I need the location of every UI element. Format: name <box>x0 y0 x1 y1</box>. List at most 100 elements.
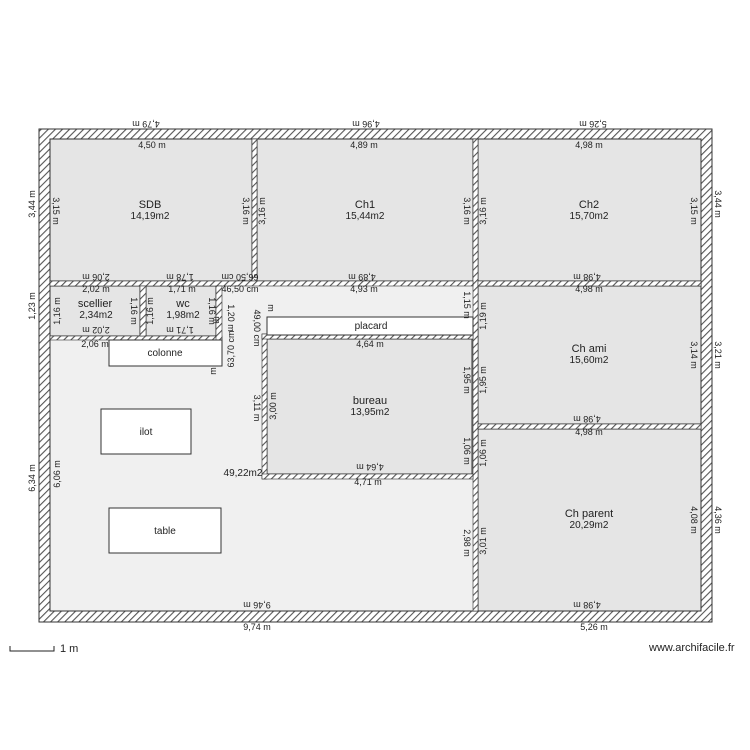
dimension-label: 1,16 m <box>145 297 155 325</box>
watermark[interactable]: www.archifacile.fr <box>649 642 735 654</box>
wall <box>49 280 474 287</box>
dimension-label: 1,06 m <box>462 437 472 465</box>
dimension-label: 1,15 m <box>462 291 472 319</box>
dimension-label: 4,98 m <box>573 600 601 610</box>
room-ch1[interactable] <box>256 138 474 282</box>
furniture-label: colonne <box>147 348 182 359</box>
room-area: 15,70m2 <box>570 211 609 222</box>
dimension-label: 1,16 m <box>207 297 217 325</box>
dimension-label: 4,71 m <box>354 477 382 487</box>
dimension-label: 4,89 m <box>348 272 376 282</box>
dimension-label: 1,71 m <box>168 284 196 294</box>
dimension-label: 3,11 m <box>252 395 262 422</box>
scale-label: 1 m <box>60 643 79 655</box>
dimension-label: 4,64 m <box>356 462 384 472</box>
dimension-label: 1,78 m <box>166 272 194 282</box>
dimension-label: 4,93 m <box>350 284 378 294</box>
room-name: Ch parent <box>565 508 613 520</box>
dimension-label: 3,15 m <box>689 197 699 225</box>
room-area: 49,22m2 <box>224 468 263 479</box>
dimension-label: 4,98 m <box>575 140 603 150</box>
room-ch2[interactable] <box>477 138 702 282</box>
dimension-label: 6,34 m <box>27 464 37 492</box>
furniture-label: ilot <box>140 427 153 438</box>
room-sdb[interactable] <box>49 138 253 282</box>
dimension-label: 4,96 m <box>352 119 380 129</box>
wall <box>261 473 474 480</box>
wall <box>477 280 702 287</box>
dimension-label: 2,98 m <box>462 529 472 557</box>
dimension-label: 3,16 m <box>462 197 472 225</box>
room-name: SDB <box>139 199 162 211</box>
dimension-label: 3,44 m <box>713 190 723 218</box>
dimension-label: 1,19 m <box>478 302 488 330</box>
dimension-label: m <box>208 367 218 375</box>
dimension-label: 3,44 m <box>27 190 37 218</box>
dimension-label: 4,98 m <box>573 272 601 282</box>
dimension-label: 1,20 m <box>226 304 236 332</box>
dimension-label: 1,95 m <box>462 366 472 394</box>
furniture-label: placard <box>355 321 388 332</box>
dimension-label: 4,50 m <box>138 140 166 150</box>
dimension-label: 1,23 m <box>27 292 37 320</box>
dimension-label: 4,64 m <box>356 339 384 349</box>
dimension-label: 4,98 m <box>575 427 603 437</box>
dimension-label: 4,79 m <box>132 119 160 129</box>
dimension-label: 2,06 m <box>82 272 110 282</box>
dimension-label: 3,14 m <box>689 341 699 369</box>
placard[interactable] <box>266 316 474 336</box>
room-area: 15,44m2 <box>346 211 385 222</box>
wall <box>49 335 223 341</box>
dimension-label: 4,08 m <box>689 506 699 534</box>
dimension-label: 1,95 m <box>478 366 488 394</box>
dimension-label: 9,74 m <box>243 622 271 632</box>
room-bureau[interactable] <box>266 338 473 475</box>
room-area: 13,95m2 <box>351 407 390 418</box>
room-area: 2,34m2 <box>79 310 113 321</box>
dimension-label: 1,06 m <box>478 439 488 467</box>
room-name: Ch ami <box>572 343 607 355</box>
room-area: 14,19m2 <box>131 211 170 222</box>
dimension-label: 63,70 cm <box>226 330 236 367</box>
wall <box>477 423 702 430</box>
dimension-label: 1,16 m <box>52 297 62 325</box>
dimension-label: 4,89 m <box>350 140 378 150</box>
colonne[interactable] <box>108 339 223 367</box>
room-area: 15,60m2 <box>570 355 609 366</box>
room-name: Ch2 <box>579 199 599 211</box>
room-chparent[interactable] <box>477 428 702 612</box>
dimension-label: 1,16 m <box>129 297 139 325</box>
dimension-label: 2,02 m <box>82 325 110 335</box>
ilot[interactable] <box>100 408 192 455</box>
dimension-label: 5,26 m <box>580 622 608 632</box>
dimension-label: 3,01 m <box>478 527 488 555</box>
scale-bar <box>9 646 55 652</box>
wall <box>472 138 479 612</box>
dimension-label: 66,50 cm <box>221 272 258 282</box>
room-name: wc <box>175 298 190 310</box>
dimension-label: 3,16 m <box>257 197 267 225</box>
room-scellier[interactable] <box>49 285 141 337</box>
room-area: 20,29m2 <box>570 520 609 531</box>
wall <box>139 285 147 337</box>
room-name: scellier <box>78 298 113 310</box>
table[interactable] <box>108 507 222 554</box>
dimension-label: 3,16 m <box>478 197 488 225</box>
dimension-label: 49,00 cm <box>252 309 262 346</box>
dimension-label: 1,71 m <box>166 325 194 335</box>
dimension-label: 4,98 m <box>573 414 601 424</box>
dimension-label: 3,16 m <box>241 197 251 225</box>
dimension-label: 3,00 m <box>268 392 278 420</box>
dimension-label: 4,98 m <box>575 284 603 294</box>
room-area: 1,98m2 <box>166 310 200 321</box>
dimension-label: 2,06 m <box>81 339 109 349</box>
dimension-label: 3,15 m <box>51 197 61 225</box>
furniture-label: table <box>154 526 176 537</box>
room-name: bureau <box>353 395 387 407</box>
dimension-label: 5,26 m <box>579 119 607 129</box>
dimension-label: 2,02 m <box>82 284 110 294</box>
dimension-label: 9,46 m <box>243 600 271 610</box>
dimension-label: m <box>212 316 222 324</box>
room-name: Ch1 <box>355 199 375 211</box>
